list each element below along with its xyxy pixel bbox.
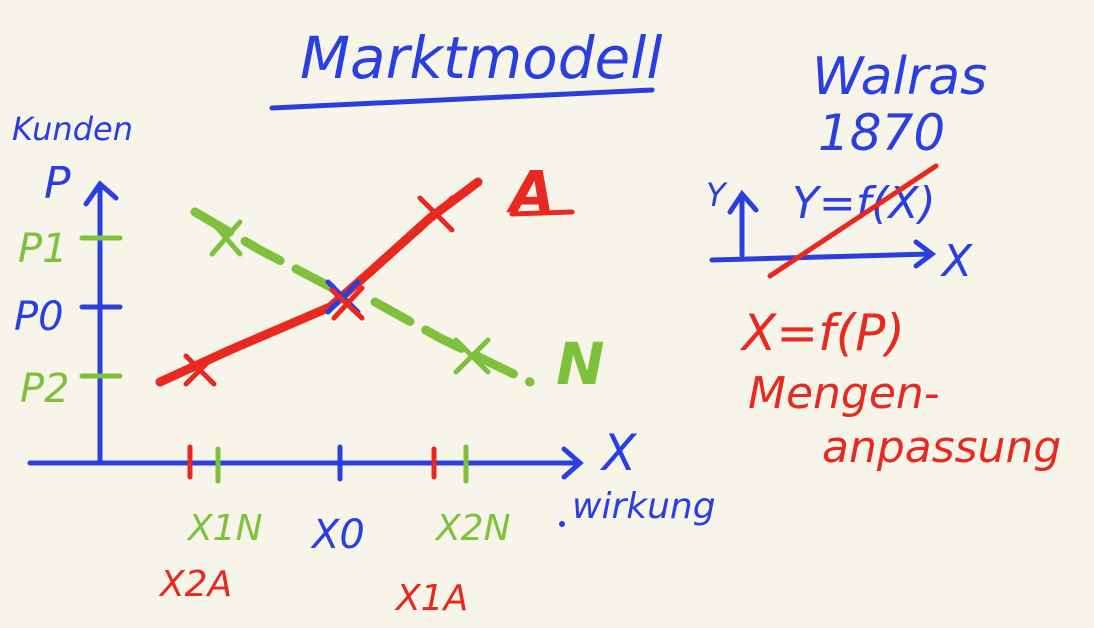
supply-label-underline <box>509 209 575 217</box>
quantity-note-line1: Mengen- <box>748 368 940 419</box>
x-axis-sublabel: wirkung <box>572 486 716 527</box>
demand-label: N <box>556 330 605 398</box>
p0-label: P0 <box>14 294 64 340</box>
p2-label: P2 <box>20 366 70 412</box>
y-axis-label: Kunden <box>12 110 133 148</box>
inset-x-axis <box>709 251 933 263</box>
walras-label: Walras <box>812 47 987 107</box>
x1n-label: X1N <box>186 508 263 549</box>
equilibrium-point-red <box>329 285 365 321</box>
diagram-title: Marktmodell <box>300 24 662 92</box>
x-axis-arrowhead <box>561 446 584 480</box>
inset-x-label: X <box>940 236 973 287</box>
inset-formula: Y=f(X) <box>792 178 936 229</box>
inset-x-arrowhead <box>913 239 937 269</box>
quantity-formula: X=f(P) <box>739 304 905 362</box>
demand-curve-lower <box>370 297 535 387</box>
supply-point-p2 <box>183 353 217 387</box>
title-underline <box>269 87 655 111</box>
p-axis-letter: P <box>44 158 71 209</box>
walras-year: 1870 <box>818 104 945 162</box>
inset-y-label: Y <box>706 176 728 214</box>
demand-point-p2 <box>453 337 491 375</box>
p-axis-arrowhead <box>83 180 119 207</box>
inset-y-arrowhead <box>727 189 759 215</box>
ink-dot <box>559 521 565 527</box>
inset-strike-line <box>767 163 939 279</box>
quantity-note-line2: anpassung <box>822 422 1061 473</box>
x1a-label: X1A <box>394 578 468 619</box>
x2a-label: X2A <box>158 564 232 605</box>
x-axis-letter: X <box>599 424 638 482</box>
demand-point-p1 <box>209 219 243 257</box>
p1-label: P1 <box>18 226 68 272</box>
x2n-label: X2N <box>434 508 511 549</box>
x0-label: X0 <box>310 512 365 558</box>
supply-point-p1 <box>417 195 455 233</box>
